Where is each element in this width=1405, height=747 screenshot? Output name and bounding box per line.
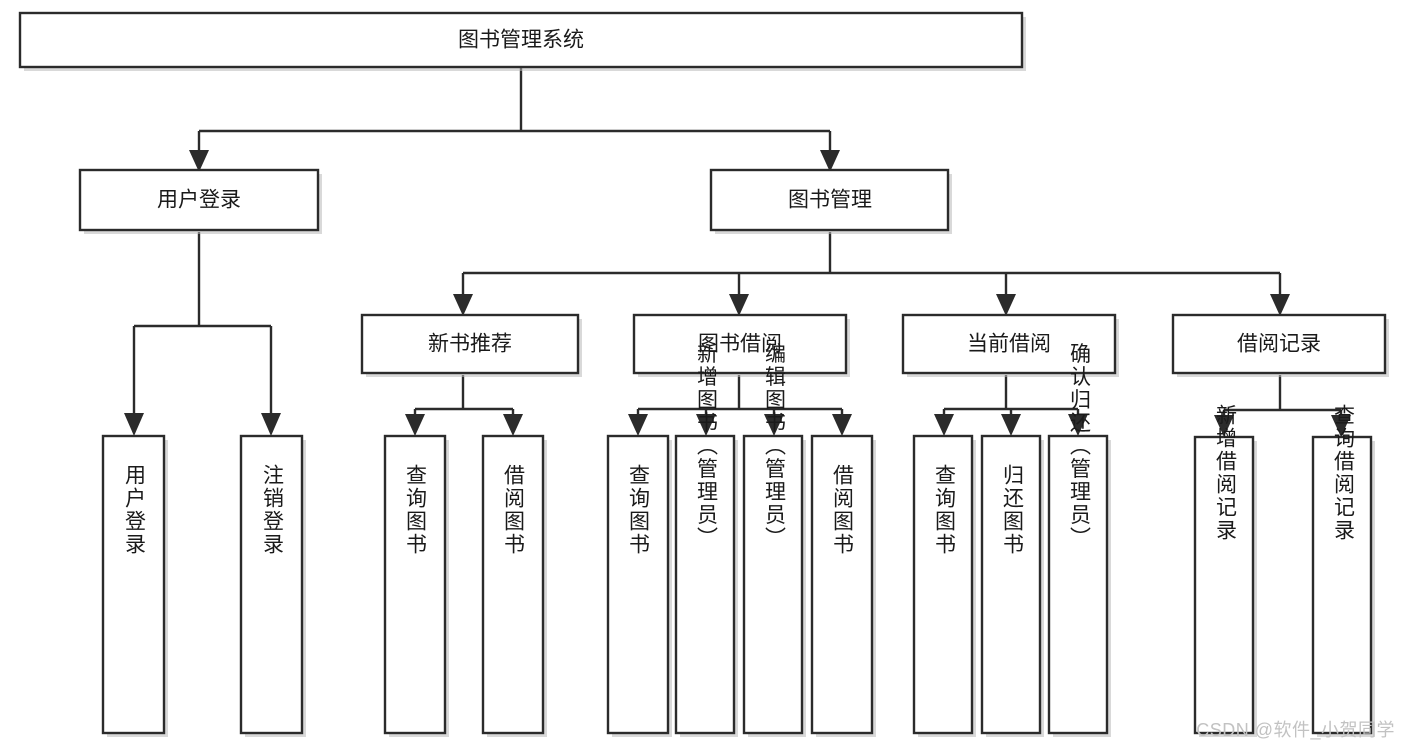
node-leaf-edit-book-box bbox=[742, 434, 804, 735]
arrowhead-leaf-query-book-3 bbox=[934, 414, 954, 436]
node-user-login-label: 用户登录 bbox=[157, 189, 241, 212]
node-leaf-query-book-2[interactable]: 查询图书 bbox=[606, 434, 672, 737]
node-book-borrow-label: 图书借阅 bbox=[698, 333, 782, 356]
node-leaf-return-book-box bbox=[980, 434, 1042, 735]
node-leaf-logout-label: 注销登录 bbox=[261, 464, 285, 556]
node-book-manage-label: 图书管理 bbox=[788, 189, 872, 212]
arrowhead-leaf-query-book-1 bbox=[405, 414, 425, 436]
arrowhead-leaf-add-book bbox=[696, 414, 716, 436]
node-current-borrow-label: 当前借阅 bbox=[967, 333, 1051, 356]
node-leaf-edit-book-label: 编辑图书（管理员） bbox=[763, 343, 787, 550]
node-leaf-borrow-book-2[interactable]: 借阅图书 bbox=[810, 434, 876, 737]
arrowhead-leaf-edit-book bbox=[764, 414, 784, 436]
node-leaf-add-record-label: 新增借阅记录 bbox=[1214, 404, 1238, 542]
node-current-borrow-box bbox=[901, 313, 1117, 375]
node-leaf-edit-book[interactable]: 编辑图书（管理员） bbox=[742, 343, 806, 738]
arrowhead-borrow-record bbox=[1270, 294, 1290, 316]
node-new-book-recommend-box bbox=[360, 313, 580, 375]
node-book-manage-box bbox=[709, 168, 950, 232]
arrowhead-leaf-borrow-book-1 bbox=[503, 414, 523, 436]
node-user-login-box bbox=[78, 168, 320, 232]
node-borrow-record-box bbox=[1171, 313, 1387, 375]
node-leaf-add-book[interactable]: 新增图书（管理员） bbox=[674, 343, 738, 738]
node-user-login[interactable]: 用户登录 bbox=[78, 168, 322, 234]
node-new-book-recommend[interactable]: 新书推荐 bbox=[360, 313, 582, 377]
node-leaf-confirm-return-box bbox=[1047, 434, 1109, 735]
node-leaf-add-record[interactable]: 新增借阅记录 bbox=[1193, 404, 1257, 737]
node-leaf-add-record-box bbox=[1193, 435, 1255, 735]
node-leaf-query-book-1[interactable]: 查询图书 bbox=[383, 434, 449, 737]
arrowhead-book-manage bbox=[820, 150, 840, 172]
node-borrow-record[interactable]: 借阅记录 bbox=[1171, 313, 1389, 377]
node-leaf-user-login-box bbox=[101, 434, 166, 735]
node-leaf-user-login-label: 用户登录 bbox=[123, 464, 147, 556]
node-leaf-query-book-3-box bbox=[912, 434, 974, 735]
node-borrow-record-label: 借阅记录 bbox=[1237, 333, 1321, 356]
node-leaf-return-book[interactable]: 归还图书 bbox=[980, 434, 1044, 737]
arrowhead-leaf-return-book bbox=[1001, 414, 1021, 436]
node-root-box bbox=[18, 11, 1024, 69]
node-leaf-query-book-2-box bbox=[606, 434, 670, 735]
arrowhead-new-book-recommend bbox=[453, 294, 473, 316]
node-leaf-query-record[interactable]: 查询借阅记录 bbox=[1311, 404, 1375, 737]
node-leaf-borrow-book-2-box bbox=[810, 434, 874, 735]
node-new-book-recommend-label: 新书推荐 bbox=[428, 333, 512, 356]
node-leaf-query-book-1-label: 查询图书 bbox=[404, 464, 428, 556]
arrowhead-leaf-confirm-return bbox=[1068, 414, 1088, 436]
node-leaf-borrow-book-2-label: 借阅图书 bbox=[831, 464, 855, 556]
node-leaf-query-book-1-box bbox=[383, 434, 447, 735]
arrowhead-current-borrow bbox=[996, 294, 1016, 316]
node-leaf-logout[interactable]: 注销登录 bbox=[239, 434, 306, 737]
node-leaf-query-record-label: 查询借阅记录 bbox=[1332, 404, 1356, 542]
node-leaf-borrow-book-1-box bbox=[481, 434, 545, 735]
node-leaf-logout-box bbox=[239, 434, 304, 735]
node-book-borrow-box bbox=[632, 313, 848, 375]
arrowhead-leaf-query-book-2 bbox=[628, 414, 648, 436]
node-leaf-query-book-2-label: 查询图书 bbox=[627, 464, 651, 556]
connector-layer bbox=[124, 67, 1351, 437]
node-leaf-borrow-book-1-label: 借阅图书 bbox=[502, 464, 526, 556]
arrowhead-user-login bbox=[189, 150, 209, 172]
node-leaf-add-book-label: 新增图书（管理员） bbox=[695, 343, 719, 550]
node-leaf-confirm-return[interactable]: 确认归还（管理员） bbox=[1047, 343, 1111, 738]
node-root[interactable]: 图书管理系统 bbox=[18, 11, 1026, 71]
node-leaf-confirm-return-label: 确认归还（管理员） bbox=[1068, 343, 1092, 550]
node-leaf-borrow-book-1[interactable]: 借阅图书 bbox=[481, 434, 547, 737]
arrowhead-leaf-borrow-book-2 bbox=[832, 414, 852, 436]
node-leaf-query-book-3[interactable]: 查询图书 bbox=[912, 434, 976, 737]
arrowhead-leaf-add-record bbox=[1214, 415, 1234, 437]
node-leaf-user-login[interactable]: 用户登录 bbox=[101, 434, 168, 737]
node-book-borrow[interactable]: 图书借阅 bbox=[632, 313, 850, 377]
node-leaf-return-book-label: 归还图书 bbox=[1001, 464, 1025, 556]
node-leaf-query-book-3-label: 查询图书 bbox=[933, 464, 957, 556]
arrowhead-leaf-query-record bbox=[1331, 415, 1351, 437]
node-leaf-query-record-box bbox=[1311, 435, 1373, 735]
arrowhead-leaf-user-login bbox=[124, 413, 144, 436]
node-book-manage[interactable]: 图书管理 bbox=[709, 168, 952, 234]
arrowhead-book-borrow bbox=[729, 294, 749, 316]
node-root-label: 图书管理系统 bbox=[458, 29, 584, 52]
node-leaf-add-book-box bbox=[674, 434, 736, 735]
arrowhead-leaf-logout bbox=[261, 413, 281, 436]
node-current-borrow[interactable]: 当前借阅 bbox=[901, 313, 1119, 377]
